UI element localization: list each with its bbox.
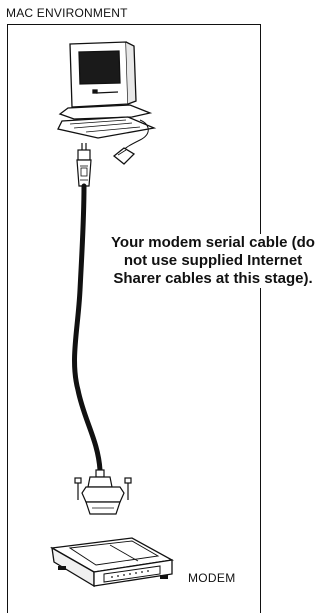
db25-connector-icon [75, 470, 131, 514]
serial-cable [75, 186, 100, 470]
cable-callout: Your modem serial cable (do not use supp… [106, 234, 320, 288]
serial-connector-icon [77, 143, 91, 186]
computer-icon [58, 42, 154, 164]
modem-label: MODEM [188, 571, 236, 585]
modem-icon [52, 538, 172, 586]
